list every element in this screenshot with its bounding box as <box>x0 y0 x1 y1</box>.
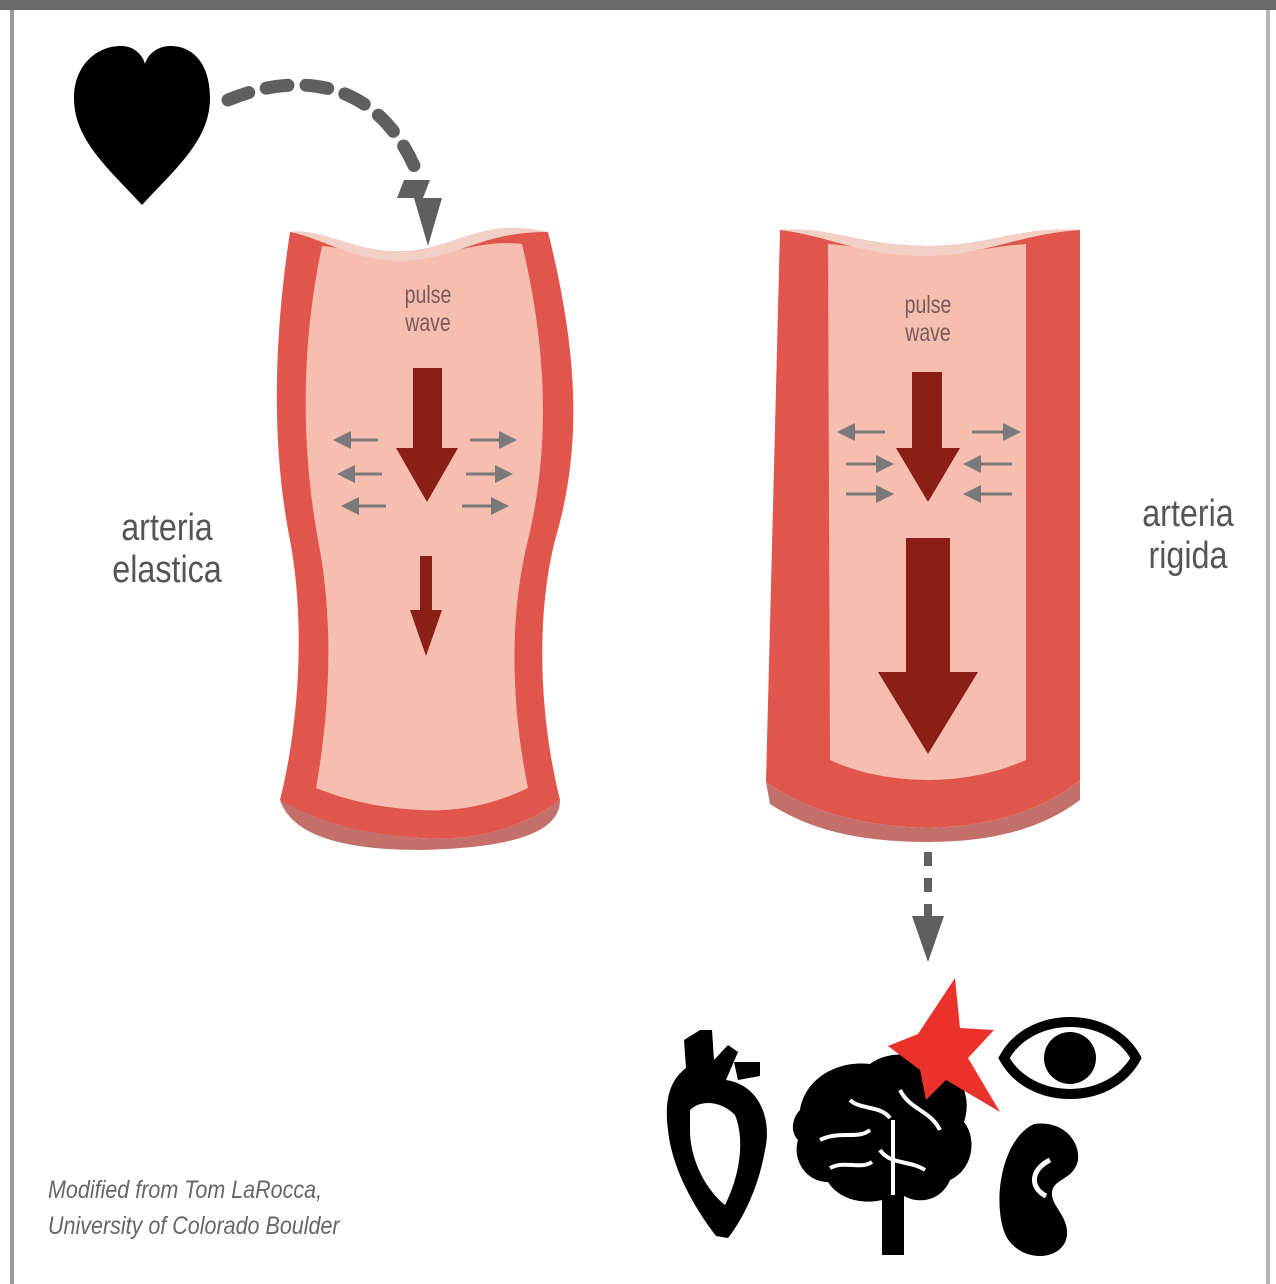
organs-arrowhead <box>912 916 944 962</box>
source-credit: Modified from Tom LaRocca, University of… <box>48 1172 340 1245</box>
eye-icon <box>1004 1022 1136 1094</box>
source-credit-line1: Modified from Tom LaRocca, <box>48 1172 340 1208</box>
elastic-artery-label: arteria elastica <box>103 508 231 592</box>
anatomical-heart-icon <box>667 1030 767 1238</box>
rigid-artery-label-line2: rigida <box>1129 536 1248 578</box>
elastic-artery-label-line2: elastica <box>103 550 231 592</box>
elastic-pulse-label-line1: pulse <box>389 282 467 310</box>
rigid-pulse-label-line2: wave <box>889 320 967 348</box>
heart-icon <box>74 46 210 205</box>
rigid-pulse-label: pulse wave <box>889 292 967 347</box>
rigid-artery-label: arteria rigida <box>1129 494 1248 578</box>
brain-icon <box>793 1054 972 1255</box>
kidney-icon <box>999 1123 1078 1256</box>
elastic-pulse-label: pulse wave <box>389 282 467 337</box>
rigid-pulse-label-line1: pulse <box>889 292 967 320</box>
elastic-artery-label-line1: arteria <box>103 508 231 550</box>
source-credit-line2: University of Colorado Boulder <box>48 1208 340 1244</box>
elastic-pulse-label-line2: wave <box>389 310 467 338</box>
dashed-arrow-to-artery <box>228 85 418 175</box>
dashed-arrowhead <box>397 180 442 246</box>
rigid-artery-label-line1: arteria <box>1129 494 1248 536</box>
